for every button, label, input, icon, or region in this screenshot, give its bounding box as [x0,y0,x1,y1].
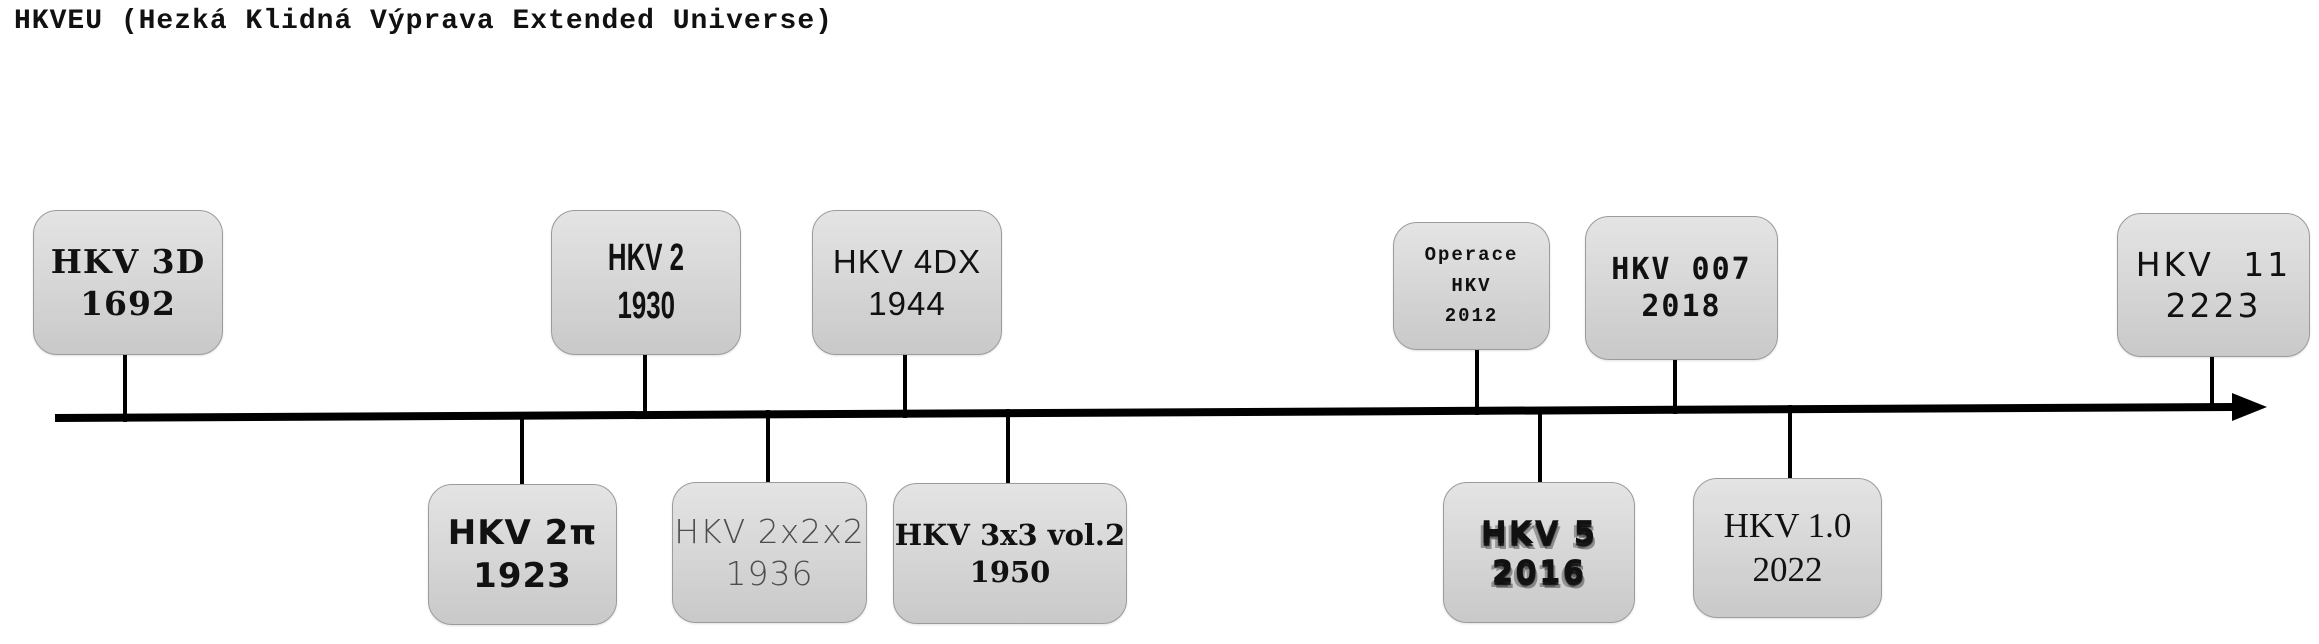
event-name: HKV 3D [50,242,206,282]
event-name: HKV 3x3 vol.2 [894,518,1126,553]
event-name: Operace HKV [1424,244,1519,297]
timeline-axis [54,402,2235,422]
event-year: 1923 [473,555,572,596]
event-year: 2018 [1641,289,1722,324]
event-year: 2022 [1752,550,1823,589]
event-year: 2223 [2165,286,2262,325]
timeline-connector-hkv-2 [643,353,647,420]
event-box-hkv-1-0: HKV 1.0 2022 [1693,478,1882,618]
page-title: HKVEU (Hezká Klidná Výprava Extended Uni… [14,6,833,37]
timeline-connector-hkv-3x3-vol2 [1006,409,1010,485]
event-year: 2016 [1491,553,1587,590]
event-year: 1944 [868,284,946,322]
event-name: HKV 2x2x2 [674,512,865,552]
event-box-operace-hkv: Operace HKV 2012 [1393,222,1550,350]
event-year: 1950 [969,554,1051,589]
timeline-connector-hkv-11 [2210,355,2214,412]
timeline-connector-hkv-1-0 [1788,405,1792,480]
timeline-connector-hkv-3d [123,353,127,422]
timeline-connector-hkv-5 [1538,406,1542,484]
event-year: 1936 [725,553,814,593]
event-year: 1692 [80,283,176,323]
timeline-arrowhead-icon [2232,393,2267,421]
event-year: 1930 [617,284,675,327]
timeline-connector-hkv-007 [1673,358,1677,414]
timeline-connector-operace-hkv [1475,348,1479,415]
timeline-connector-hkv-2x2x2 [766,410,770,484]
event-year: 2012 [1444,305,1499,328]
event-name: HKV 1.0 [1723,506,1852,546]
timeline-connector-hkv-4dx [903,353,907,418]
event-name: HKV 2π [447,513,598,553]
event-name: HKV 11 [2135,244,2292,284]
event-name: HKV 5 [1480,514,1598,551]
event-box-hkv-2: HKV 2 1930 [551,210,741,355]
timeline-connector-hkv-2pi [520,411,524,486]
event-name: HKV 2 [607,237,685,279]
event-name: HKV 007 [1611,251,1752,287]
event-name: HKV 4DX [832,243,982,281]
